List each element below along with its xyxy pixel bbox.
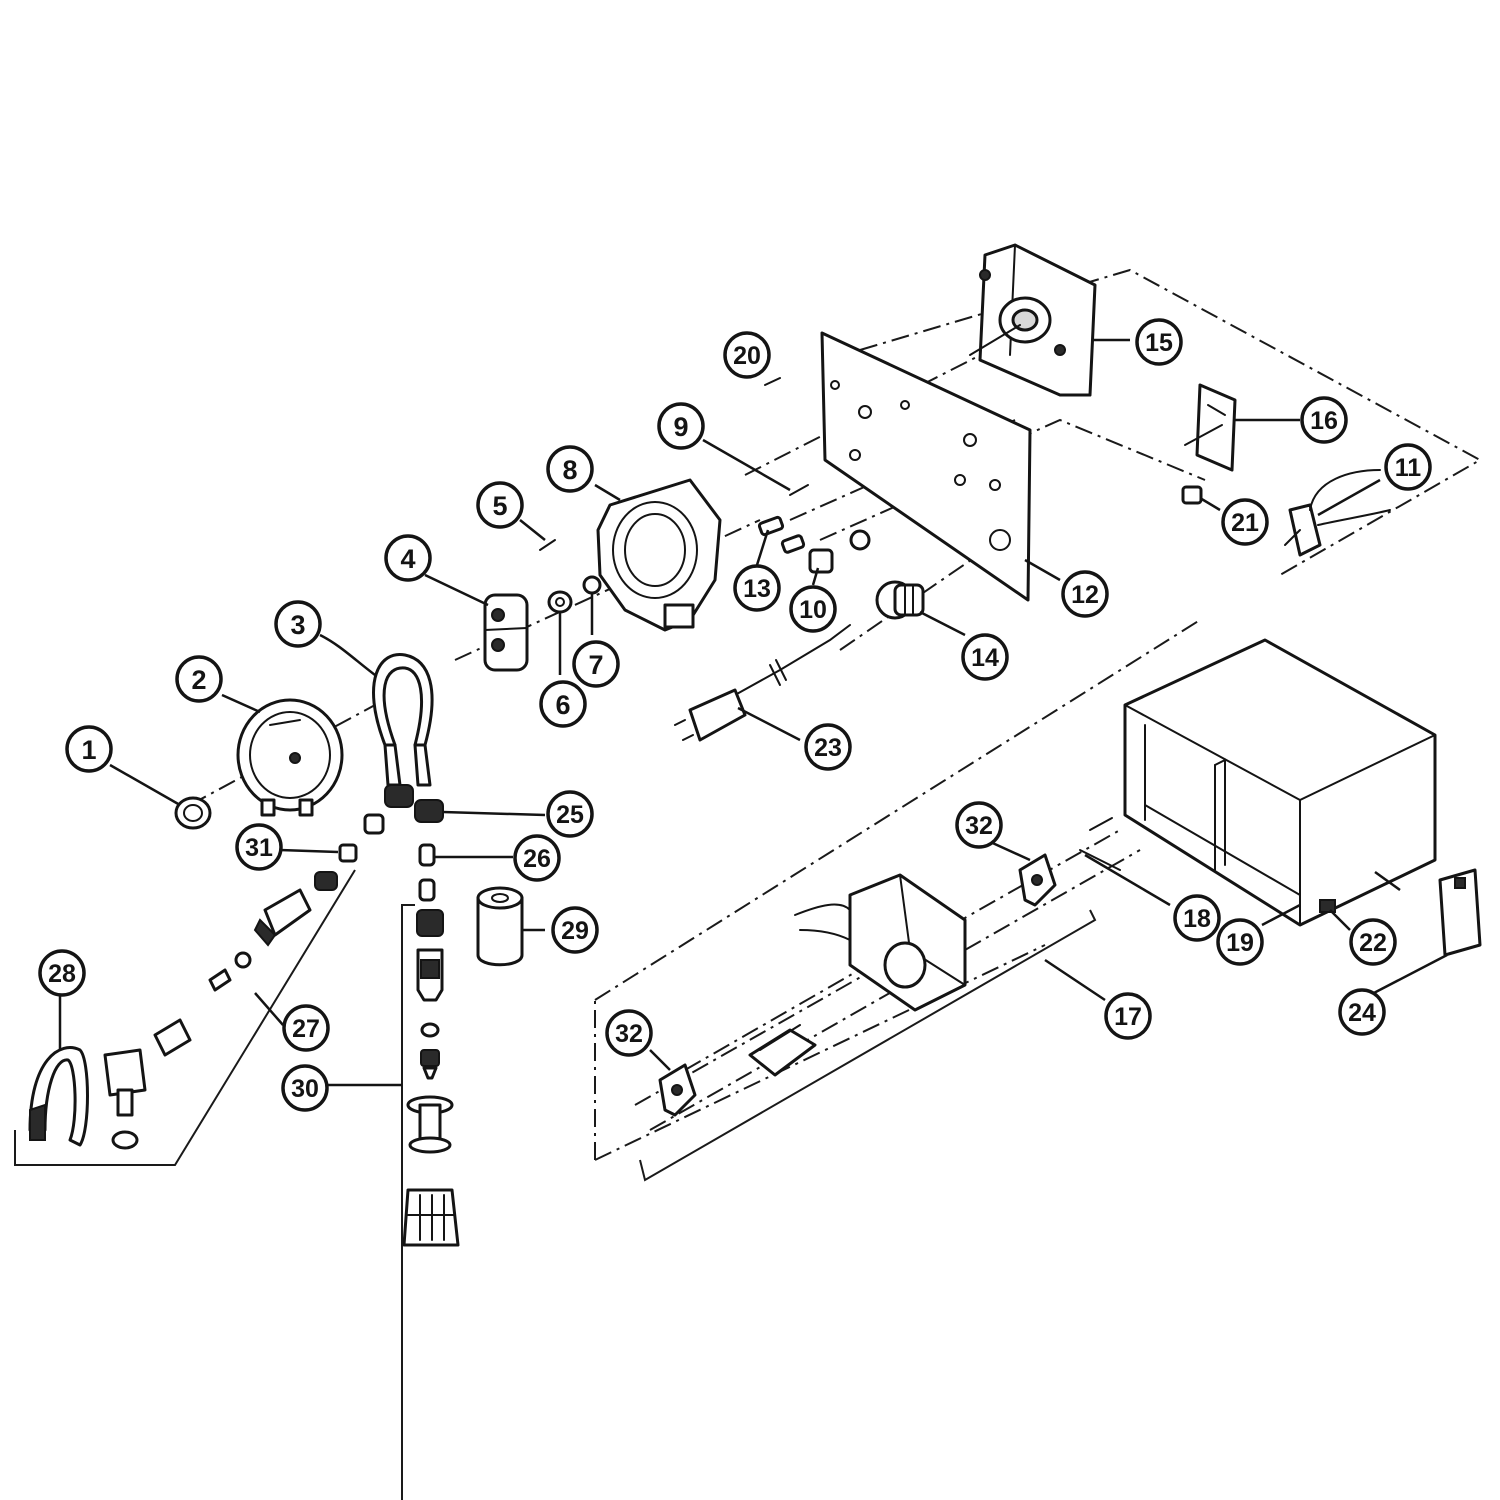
callout-4: 4 <box>384 534 432 582</box>
svg-text:26: 26 <box>523 845 551 873</box>
part-gear <box>875 580 925 620</box>
svg-text:11: 11 <box>1395 454 1422 482</box>
callout-28: 28 <box>38 949 86 997</box>
svg-text:7: 7 <box>588 650 603 680</box>
callout-32-bottom: 32 <box>605 1009 653 1057</box>
part-mounting-plate <box>820 331 1032 602</box>
callout-19: 19 <box>1216 918 1264 966</box>
part-u-tube <box>372 652 434 787</box>
svg-text:20: 20 <box>733 342 761 370</box>
svg-text:24: 24 <box>1348 999 1376 1027</box>
part-inlet-assembly <box>103 871 338 1150</box>
part-motor <box>658 853 1057 1117</box>
part-cylinder <box>476 886 524 967</box>
svg-text:9: 9 <box>673 412 688 442</box>
callout-23: 23 <box>804 723 852 771</box>
part-foot <box>1319 899 1336 913</box>
svg-text:19: 19 <box>1226 929 1254 957</box>
callout-22: 22 <box>1349 918 1397 966</box>
callout-11: 11 <box>1384 443 1432 491</box>
part-switch <box>1284 469 1391 557</box>
callout-1: 1 <box>65 725 113 773</box>
svg-text:32: 32 <box>615 1020 643 1048</box>
callout-31: 31 <box>235 823 283 871</box>
svg-text:28: 28 <box>48 960 76 988</box>
callout-15: 15 <box>1135 318 1183 366</box>
part-block <box>1438 868 1482 957</box>
callout-14: 14 <box>961 633 1009 681</box>
svg-text:12: 12 <box>1071 581 1099 609</box>
svg-text:1: 1 <box>81 735 96 765</box>
callout-2: 2 <box>175 655 223 703</box>
callout-21: 21 <box>1221 498 1269 546</box>
callout-30: 30 <box>281 1064 329 1112</box>
svg-text:10: 10 <box>799 596 827 624</box>
callout-6: 6 <box>539 680 587 728</box>
svg-text:25: 25 <box>556 801 584 829</box>
callout-18: 18 <box>1173 894 1221 942</box>
svg-text:13: 13 <box>743 575 771 603</box>
part-enclosure-screws <box>1079 817 1121 871</box>
part-pump-housing <box>596 478 722 632</box>
part-small-fasteners <box>757 515 871 574</box>
svg-text:23: 23 <box>814 734 842 762</box>
svg-text:14: 14 <box>971 644 999 672</box>
leader-lines <box>58 338 1448 1087</box>
callout-9: 9 <box>657 402 705 450</box>
part-circuit-board <box>1184 383 1237 472</box>
callout-12: 12 <box>1061 570 1109 618</box>
svg-text:15: 15 <box>1145 329 1173 357</box>
part-fuse-clip <box>1181 485 1203 505</box>
callout-7: 7 <box>572 640 620 688</box>
callout-13: 13 <box>733 564 781 612</box>
part-fittings <box>338 784 444 902</box>
part-strainer-stack <box>402 909 460 1247</box>
part-washers <box>547 575 602 614</box>
callout-5: 5 <box>476 481 524 529</box>
part-cover-plate <box>236 698 344 817</box>
svg-text:30: 30 <box>291 1075 319 1103</box>
callout-32-top: 32 <box>955 801 1003 849</box>
svg-text:21: 21 <box>1231 509 1259 537</box>
svg-text:29: 29 <box>561 917 589 945</box>
part-screws <box>539 377 809 551</box>
callout-20: 20 <box>723 331 771 379</box>
svg-text:17: 17 <box>1114 1003 1142 1031</box>
svg-text:2: 2 <box>191 665 206 695</box>
part-enclosure-box <box>1123 638 1437 927</box>
part-knob <box>174 796 212 830</box>
part-power-cord <box>674 624 851 742</box>
part-clamp <box>483 593 529 672</box>
svg-text:22: 22 <box>1359 929 1387 957</box>
part-hose-clamp <box>28 1046 89 1147</box>
callout-26: 26 <box>513 834 561 882</box>
group-brackets <box>14 869 1097 1500</box>
svg-text:6: 6 <box>555 690 570 720</box>
callout-27: 27 <box>282 1004 330 1052</box>
svg-text:5: 5 <box>492 491 507 521</box>
callout-29: 29 <box>551 906 599 954</box>
svg-text:27: 27 <box>292 1015 320 1043</box>
svg-text:32: 32 <box>965 812 993 840</box>
svg-text:3: 3 <box>290 610 305 640</box>
svg-text:18: 18 <box>1183 905 1211 933</box>
callout-8: 8 <box>546 445 594 493</box>
callout-17: 17 <box>1104 992 1152 1040</box>
svg-text:4: 4 <box>400 544 415 574</box>
part-gear-motor <box>969 243 1097 397</box>
svg-text:8: 8 <box>562 455 577 485</box>
callout-3: 3 <box>274 600 322 648</box>
callout-10: 10 <box>789 585 837 633</box>
callout-25: 25 <box>546 790 594 838</box>
svg-text:16: 16 <box>1310 407 1338 435</box>
svg-text:31: 31 <box>245 834 273 862</box>
callout-24: 24 <box>1338 988 1386 1036</box>
callout-16: 16 <box>1300 396 1348 444</box>
callouts: 1 2 3 4 5 6 7 8 9 10 11 12 13 14 15 16 1… <box>38 318 1432 1112</box>
